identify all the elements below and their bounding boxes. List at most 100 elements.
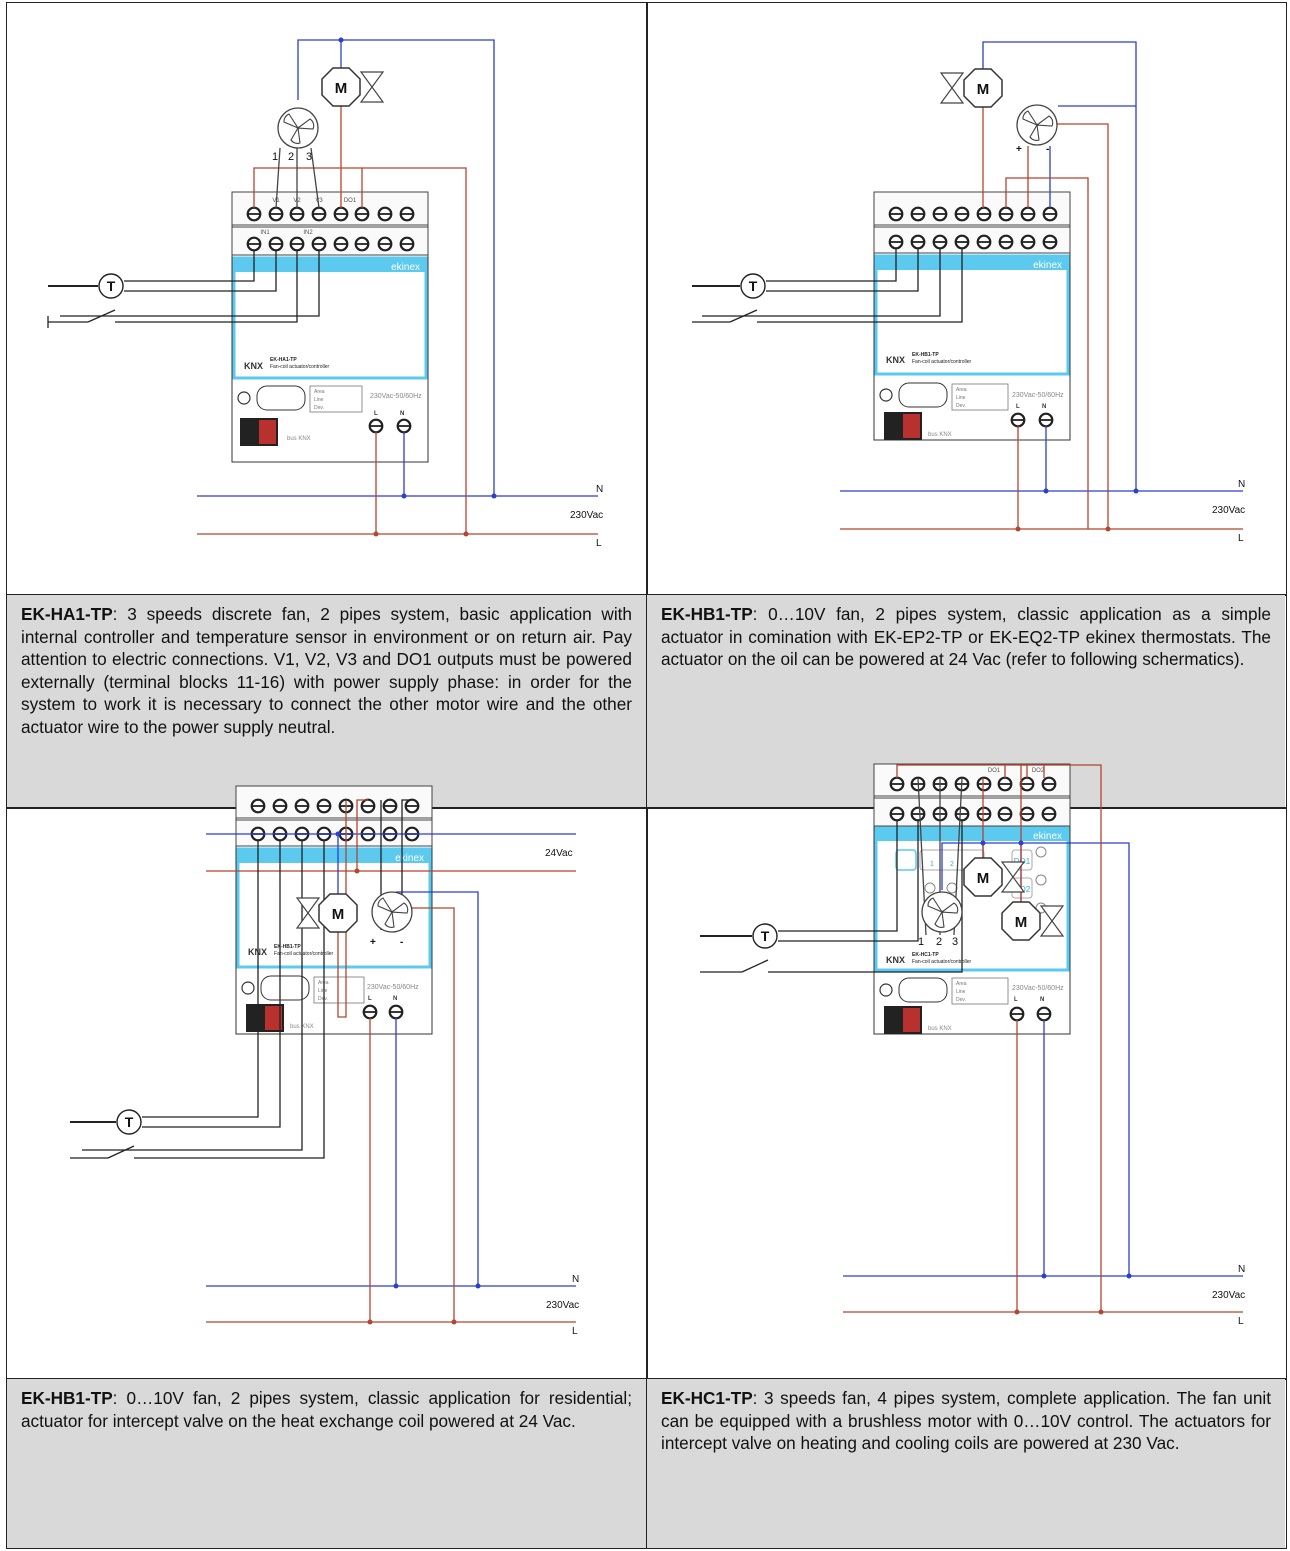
phase-label: L [596,538,602,549]
supply-label: 230Vac [1212,1290,1245,1301]
knx-logo: KNX [886,355,905,365]
terminal-n-label: N [393,996,397,1002]
device-model: EK-HB1-TP [912,352,939,358]
bottom-terminal-block [231,226,429,256]
device-screen [232,256,428,380]
power-label: 230Vac-50/60Hz [1012,392,1064,399]
button-do1-terminal: DO1 [988,768,1001,774]
screen-header [876,256,1068,270]
description-text: : 0…10V fan, 2 pipes system, classic app… [661,604,1271,669]
prog-button [879,983,893,997]
bottom-terminal-block [873,797,1071,827]
neutral-label: N [596,484,603,495]
address-area: Area [314,389,325,395]
sensor-label: T [125,1114,134,1130]
brand-label: ekinex [395,853,424,864]
model-name: EK-HB1-TP [21,1388,113,1408]
grid-divider-row1-top [7,594,1286,596]
diagram-panel-3: ekinex KNX EK-HB1-TP Fan-coil actuator/c… [70,785,579,1337]
address-dev: Dev. [318,996,328,1002]
plus-sign: + [370,937,376,948]
screen-header [876,828,1068,841]
device-model: EK-HA1-TP [270,357,297,363]
bus-label: bus KNX [287,436,311,442]
motor-label: M [335,80,348,97]
fan-speed-2: 2 [936,936,942,948]
phase-label: L [1238,533,1244,544]
knx-logo: KNX [244,361,263,371]
description-panel-1: EK-HA1-TP: 3 speeds discrete fan, 2 pipe… [7,595,646,807]
screen-header [234,258,426,272]
power-label: 230Vac-50/60Hz [367,984,419,991]
bus-label: bus KNX [928,1026,952,1032]
fan-speed-3: 3 [952,936,958,948]
device-subtitle: Fan-coil actuator/controller [912,359,972,365]
terminal-n-label: N [1040,997,1044,1003]
terminal-l-label: L [1014,997,1018,1003]
sensor-label: T [107,278,116,294]
neutral-label: N [1238,479,1245,490]
phase-label: L [572,1326,578,1337]
terminal-n-label: N [400,411,404,417]
model-name: EK-HB1-TP [661,604,753,624]
description-panel-3: EK-HB1-TP: 0…10V fan, 2 pipes system, cl… [7,1379,646,1548]
address-line: Line [318,988,328,994]
phase-label: L [1238,1316,1244,1327]
screen-header [238,849,430,863]
fan-speed-2: 2 [288,151,294,163]
address-dev: Dev. [314,405,324,411]
schematics-grid: EK-HA1-TP: 3 speeds discrete fan, 2 pipe… [6,2,1287,1549]
address-area: Area [956,387,967,393]
supply-label: 230Vac [1212,505,1245,516]
prog-led [898,977,948,1003]
neutral-label: N [572,1274,579,1285]
motor-label: M [332,906,345,923]
terminal-l-label: L [368,996,372,1002]
address-dev: Dev. [956,997,966,1003]
supply-label: 230Vac [546,1300,579,1311]
diagram-panel-2: ekinex KNX EK-HB1-TP Fan-coil actuator/c… [692,41,1245,544]
address-line: Line [956,395,966,401]
bus-connector-red [903,414,920,438]
bus-connector-red [903,1008,920,1032]
motor-label: M [977,870,990,887]
description-panel-2: EK-HB1-TP: 0…10V fan, 2 pipes system, cl… [647,595,1285,807]
diagram-panel-4: DO1 DO2 ekinex 1 2 3 DO1 DO2 KNX EK-HC1-… [700,763,1245,1327]
address-line: Line [956,989,966,995]
description-panel-4: EK-HC1-TP: 3 speeds fan, 4 pipes system,… [647,1379,1285,1548]
terminal-label: IN1 [260,230,270,236]
device-subtitle: Fan-coil actuator/controller [270,364,330,370]
terminal-n-label: N [1042,404,1046,410]
terminal-l-label: L [1016,404,1020,410]
bottom-terminal-block [235,819,433,847]
prog-led [898,382,948,408]
bus-connector-red [265,1006,282,1030]
speed-1: 1 [930,861,934,868]
do2-led [1035,874,1047,886]
fan-speed-1: 1 [918,936,924,948]
sensor-label: T [761,928,770,944]
terminal-label: V3 [315,198,323,204]
address-line: Line [314,397,324,403]
address-table [313,976,365,1004]
grid-divider-vertical [646,3,648,1548]
bottom-terminal-block [873,226,1071,254]
aux-supply-label: 24Vac [545,848,573,859]
prog-button [879,388,893,402]
description-text: : 3 speeds fan, 4 pipes system, complete… [661,1388,1271,1453]
brand-label: ekinex [1033,831,1062,842]
power-label: 230Vac-50/60Hz [1012,985,1064,992]
diagram-panel-1: V1 V2 V3 DO1 IN1 IN2 ekinex KNX EK-HA1-T… [47,37,603,549]
terminal-l-label: L [374,411,378,417]
motor-label: M [1015,914,1028,931]
device-subtitle: Fan-coil actuator/controller [912,959,972,965]
grid-divider-row2-top [7,1378,1286,1380]
address-area: Area [956,981,967,987]
address-table [951,383,1009,411]
bus-label: bus KNX [928,432,952,438]
sensor-label: T [749,278,758,294]
device-screen [874,254,1070,376]
minus-sign: - [1046,144,1049,155]
motor-label: M [977,81,990,98]
terminal-label: DO1 [344,198,357,204]
